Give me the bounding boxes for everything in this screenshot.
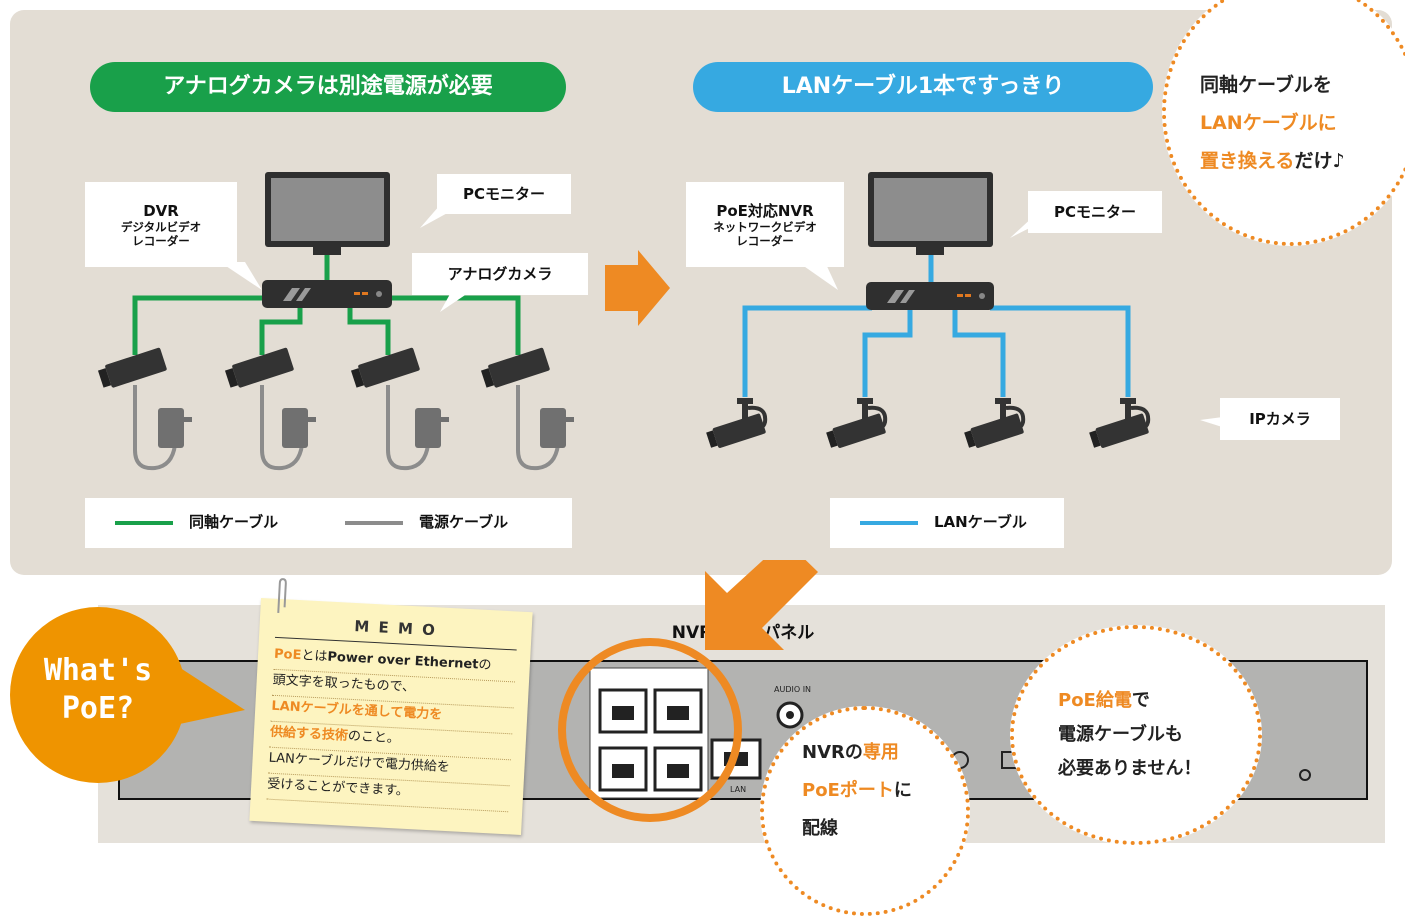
power-callout-a: PoE給電 [1058,690,1132,711]
pc-monitor-right [868,172,993,255]
dvr-label-sub2: レコーダー [132,233,190,248]
power-callout: PoE給電で 電源ケーブルも 必要ありません！ [1010,625,1262,845]
monitor-label-left: PCモニター [437,174,571,214]
dvr-label-title: DVR [143,201,179,220]
dvr-label: DVR デジタルビデオ レコーダー [85,182,237,267]
audio-in-label: AUDIO IN [774,685,811,694]
power-legend-swatch [345,521,403,525]
lan-legend-label: LANケーブル [934,513,1027,531]
port-callout-line3: 配線 [802,818,838,839]
whats-poe-bubble-shape [10,607,245,783]
port-callout-line2: PoEポートに [802,772,966,810]
memo-l4-b: のこと。 [347,728,401,747]
network-diagram [97,172,1238,471]
ip-camera-label: IPカメラ [1220,398,1340,440]
memo-title: M E M O [353,616,438,640]
replace-callout-highlight: 置き換える [1200,150,1295,172]
port-callout-d: に [893,780,912,801]
poe-ports [589,667,709,799]
ip-cameras [706,398,1151,448]
pc-monitor-left [265,172,390,255]
monitor-label-left-text: PCモニター [462,185,545,203]
memo-note: M E M O PoEとはPower over Ethernetの 頭文字を取っ… [249,578,533,835]
dvr-device [262,280,392,308]
nvr-label: PoE対応NVR ネットワークビデオ レコーダー [686,182,844,267]
nvr-label-title: PoE対応NVR [716,201,814,220]
whats-poe-line1: What's [43,653,153,688]
analog-camera-label-text: アナログカメラ [447,265,553,283]
paperclip-icon [277,578,287,614]
lan-cables [742,252,1131,397]
power-callout-line1: PoE給電で [1058,684,1258,718]
replace-callout-line2: LANケーブルに [1200,112,1337,134]
replace-callout-rest: だけ♪ [1294,150,1345,172]
analog-heading: アナログカメラは別途電源が必要 [90,62,566,112]
lan-port-label: LAN [730,785,746,794]
ip-camera-label-text: IPカメラ [1249,410,1311,428]
analog-camera-label: アナログカメラ [412,253,588,295]
port-callout: NVRの専用 PoEポートに 配線 [760,706,970,916]
whats-poe-line2: PoE? [61,691,135,726]
legend-right: LANケーブル [830,498,1064,548]
memo-l1-c: の [478,657,492,674]
port-callout-c: PoEポート [802,780,894,801]
nvr-device [866,282,994,310]
port-callout-a: NVRの [802,742,863,763]
analog-cameras [97,347,550,388]
arrow-right-icon [605,250,670,326]
port-highlight-ring [558,638,742,822]
memo-l3: LANケーブルを通して電力を [270,698,443,723]
power-cables [133,385,560,471]
memo-l1-a: とは [301,648,328,665]
replace-callout-line3: 置き換えるだけ♪ [1200,142,1405,180]
replace-callout-line1: 同軸ケーブルを [1200,74,1332,96]
lan-heading: LANケーブル1本ですっきり [693,62,1153,112]
coax-cables [132,252,521,355]
back-panel-drawing: LAN AUDIO IN [558,560,1311,822]
memo-poe-word: PoE [273,646,302,664]
power-legend-label: 電源ケーブル [419,513,509,531]
power-callout-line2: 電源ケーブルも [1058,724,1183,745]
legend-left: 同軸ケーブル 電源ケーブル [85,498,572,548]
power-adapters [158,408,574,448]
nvr-label-sub1: ネットワークビデオ [713,219,817,234]
monitor-label-right: PCモニター [1028,191,1162,233]
power-callout-line3: 必要ありません！ [1058,758,1202,779]
whats-poe-title: What's PoE? [12,652,184,728]
port-callout-b: 専用 [862,742,899,763]
coax-legend-label: 同軸ケーブル [189,513,279,531]
memo-l4-a: 供給する技術 [269,724,349,744]
nvr-label-sub2: レコーダー [736,233,794,248]
coax-legend-swatch [115,521,173,525]
monitor-label-right-text: PCモニター [1053,203,1136,221]
arrow-down-icon [705,560,818,650]
dvr-label-sub1: デジタルビデオ [120,219,202,234]
power-callout-b: で [1131,690,1150,711]
port-callout-line1: NVRの専用 [802,734,966,772]
memo-l1-b: Power over Ethernet [326,649,479,673]
lan-legend-swatch [860,521,918,525]
replace-callout: 同軸ケーブルを LANケーブルに 置き換えるだけ♪ [1162,0,1405,246]
